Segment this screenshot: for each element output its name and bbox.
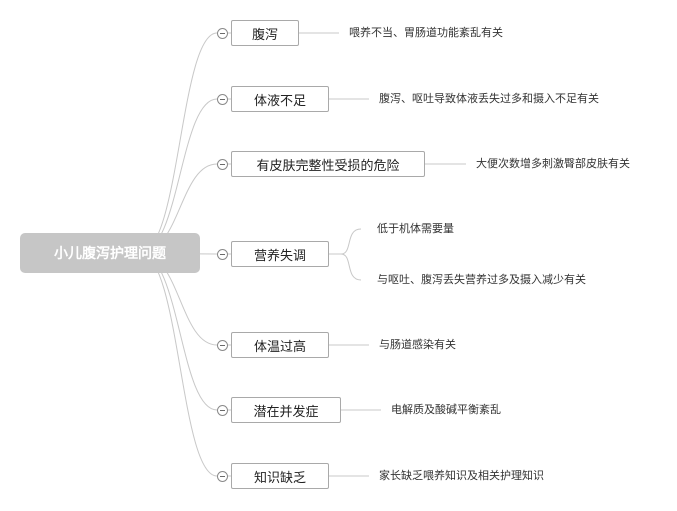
branch-topic-label: 潜在并发症	[253, 404, 319, 420]
detail-text: 喂养不当、胃肠道功能紊乱有关	[349, 26, 503, 39]
root-topic-label: 小儿腹泻护理问题	[54, 246, 166, 262]
collapse-toggle-icon[interactable]	[217, 470, 228, 482]
collapse-toggle-icon[interactable]	[217, 339, 228, 351]
branch-topic[interactable]: 营养失调	[231, 241, 329, 267]
detail-text: 家长缺乏喂养知识及相关护理知识	[379, 469, 544, 482]
branch-topic[interactable]: 体液不足	[231, 86, 329, 112]
detail-connector	[329, 228, 362, 255]
branch-topic[interactable]: 体温过高	[231, 332, 329, 358]
branch-topic-label: 营养失调	[253, 248, 306, 264]
detail-text: 与呕吐、腹泻丢失营养过多及摄入减少有关	[377, 273, 586, 286]
collapse-toggle-icon[interactable]	[217, 27, 228, 39]
detail-text: 低于机体需要量	[377, 222, 454, 235]
branch-topic-label: 体液不足	[253, 93, 306, 109]
branch-topic[interactable]: 有皮肤完整性受损的危险	[231, 151, 425, 177]
branch-topic[interactable]: 腹泻	[231, 20, 299, 46]
detail-text: 大便次数增多刺激臀部皮肤有关	[476, 157, 630, 170]
detail-text: 与肠道感染有关	[379, 338, 456, 351]
collapse-toggle-icon[interactable]	[217, 404, 228, 416]
collapse-toggle-icon[interactable]	[217, 158, 228, 170]
collapse-toggle-icon[interactable]	[217, 248, 228, 260]
branch-topic-label: 腹泻	[251, 27, 278, 43]
root-branch-connector	[139, 252, 231, 477]
detail-text: 电解质及酸碱平衡紊乱	[391, 403, 501, 416]
branch-topic-label: 知识缺乏	[253, 470, 306, 486]
root-branch-connector	[139, 32, 231, 254]
detail-text: 腹泻、呕吐导致体液丢失过多和摄入不足有关	[379, 92, 599, 105]
branch-topic[interactable]: 知识缺乏	[231, 463, 329, 489]
root-topic[interactable]: 小儿腹泻护理问题	[20, 233, 200, 273]
branch-topic[interactable]: 潜在并发症	[231, 397, 341, 423]
branch-topic-label: 体温过高	[253, 339, 306, 355]
root-branch-connector	[139, 252, 231, 411]
root-branch-connector	[139, 98, 231, 254]
branch-topic-label: 有皮肤完整性受损的危险	[256, 158, 400, 174]
detail-connector	[329, 253, 362, 281]
collapse-toggle-icon[interactable]	[217, 93, 228, 105]
